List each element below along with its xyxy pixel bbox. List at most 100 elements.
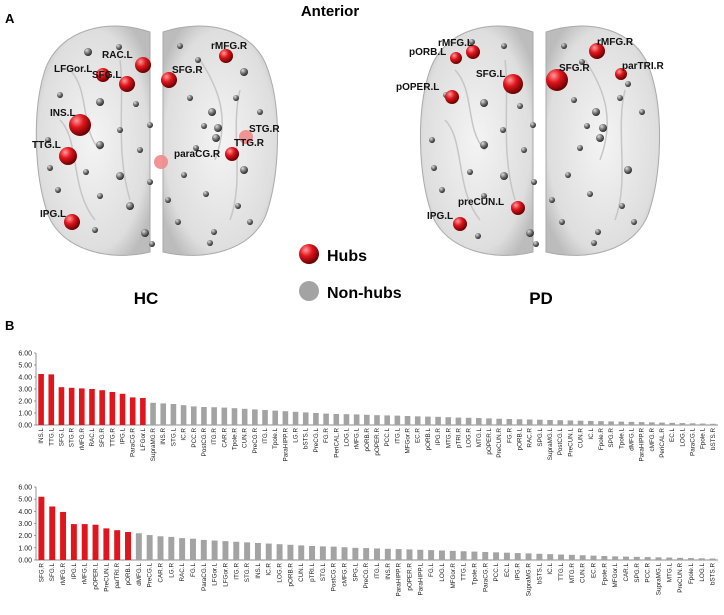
category-label: bSTS.R — [710, 563, 717, 585]
bar — [352, 547, 359, 560]
category-label: CUN.R — [578, 428, 585, 448]
hub-node — [445, 90, 459, 104]
bar — [666, 557, 673, 560]
bar — [486, 418, 492, 425]
nonhub-node — [147, 122, 153, 128]
category-label: IPG.L — [120, 428, 127, 445]
bar — [689, 423, 696, 425]
category-label: ParaHIPP.R — [396, 563, 403, 597]
category-label: bSTS.R — [710, 428, 717, 450]
category-label: LOG.R — [466, 428, 473, 448]
bar — [568, 554, 575, 560]
node-label: preCUN.L — [458, 197, 504, 208]
category-label: LFGor.L — [140, 428, 147, 451]
category-label: PreCUN.L — [103, 563, 110, 592]
bar — [445, 417, 452, 425]
hub-node — [64, 214, 80, 230]
category-label: FG.L — [428, 563, 435, 577]
node-label: IPG.L — [40, 209, 66, 220]
node-label: SFG.L — [476, 69, 505, 80]
hub-node — [239, 130, 253, 144]
nonhub-node — [84, 48, 92, 56]
nonhubs-legend-marker — [299, 281, 319, 301]
category-label: EC.R — [415, 428, 422, 443]
category-label: SFG.R — [38, 563, 45, 583]
category-label: LFGor.L — [212, 563, 219, 586]
category-label: ITG.L — [394, 428, 401, 444]
bar — [406, 549, 413, 560]
category-label: PeriCAL.R — [333, 428, 340, 458]
bar — [58, 387, 65, 425]
category-label: PCC.R — [645, 563, 652, 583]
bar — [125, 532, 131, 560]
bar — [655, 557, 662, 560]
bar — [608, 421, 614, 425]
category-label: STG.L — [320, 563, 327, 582]
nonhub-node — [83, 169, 89, 175]
bar — [135, 533, 142, 560]
category-label: LG.R — [293, 428, 300, 443]
hub-node — [154, 155, 168, 169]
nonhub-node — [517, 103, 523, 109]
node-label: STG.R — [249, 124, 280, 135]
nonhub-node — [587, 191, 593, 197]
category-label: PostCG.R — [331, 563, 338, 592]
hub-node — [615, 68, 627, 80]
nonhub-node — [571, 97, 577, 103]
nonhub-node — [181, 172, 187, 178]
category-label: PCC.L — [384, 428, 391, 447]
category-label: IPG.R — [515, 563, 522, 581]
panel-b-label: B — [5, 318, 14, 333]
bar — [404, 416, 411, 425]
category-label: MTG.R — [445, 428, 452, 449]
category-label: STG.R — [244, 563, 251, 583]
bar — [526, 419, 533, 425]
category-label: pORB.L — [125, 563, 132, 586]
category-label: CUN.L — [298, 563, 305, 582]
bar — [160, 403, 167, 425]
bar — [272, 410, 279, 425]
bar — [221, 407, 228, 425]
category-label: TTG.L — [48, 428, 55, 446]
y-tick-label: 3.00 — [18, 521, 32, 528]
category-label: pTRI.L — [309, 563, 316, 582]
category-label: rMFG.R — [60, 563, 67, 586]
category-label: PreCG.L — [313, 428, 320, 453]
bar — [475, 418, 482, 425]
nonhub-node — [195, 57, 201, 63]
nonhub-node — [47, 165, 53, 171]
bar — [394, 415, 401, 425]
bar — [455, 417, 462, 425]
category-label: SPG.L — [352, 563, 359, 582]
nonhub-node — [439, 187, 445, 193]
bar — [536, 553, 543, 560]
bar — [211, 540, 218, 560]
category-label: INS.R — [385, 563, 392, 580]
bar — [679, 423, 686, 425]
category-label: PostCG.L — [557, 428, 564, 456]
bar — [465, 417, 472, 425]
category-label: SupraMG.L — [655, 563, 662, 596]
hub-node — [453, 217, 467, 231]
y-tick-label: 4.00 — [18, 375, 32, 382]
y-tick-label: 5.00 — [18, 363, 32, 370]
category-label: IPG.R — [435, 428, 442, 446]
nonhub-node — [480, 141, 488, 149]
y-tick-label: 3.00 — [18, 387, 32, 394]
category-label: MTG.L — [666, 563, 673, 583]
category-label: pORB.R — [364, 428, 371, 452]
pd-nonhub-nodes — [429, 39, 645, 247]
nonhub-node — [57, 92, 63, 98]
node-label: rMFG.L — [438, 38, 473, 49]
category-label: rMFG.L — [82, 563, 89, 585]
nonhub-node — [591, 240, 597, 246]
bar — [92, 524, 99, 560]
category-label: SupraMG.L — [547, 428, 554, 461]
nonhub-node — [165, 197, 171, 203]
hc-node-labels: RAC.L rMFG.R LFGor.L SFG.L SFG.R INS.L T… — [32, 41, 280, 220]
category-label: pTRI.R — [455, 428, 462, 448]
bar — [170, 404, 177, 425]
category-label: EC.R — [591, 563, 598, 578]
bar — [70, 524, 77, 560]
bar — [129, 397, 136, 425]
